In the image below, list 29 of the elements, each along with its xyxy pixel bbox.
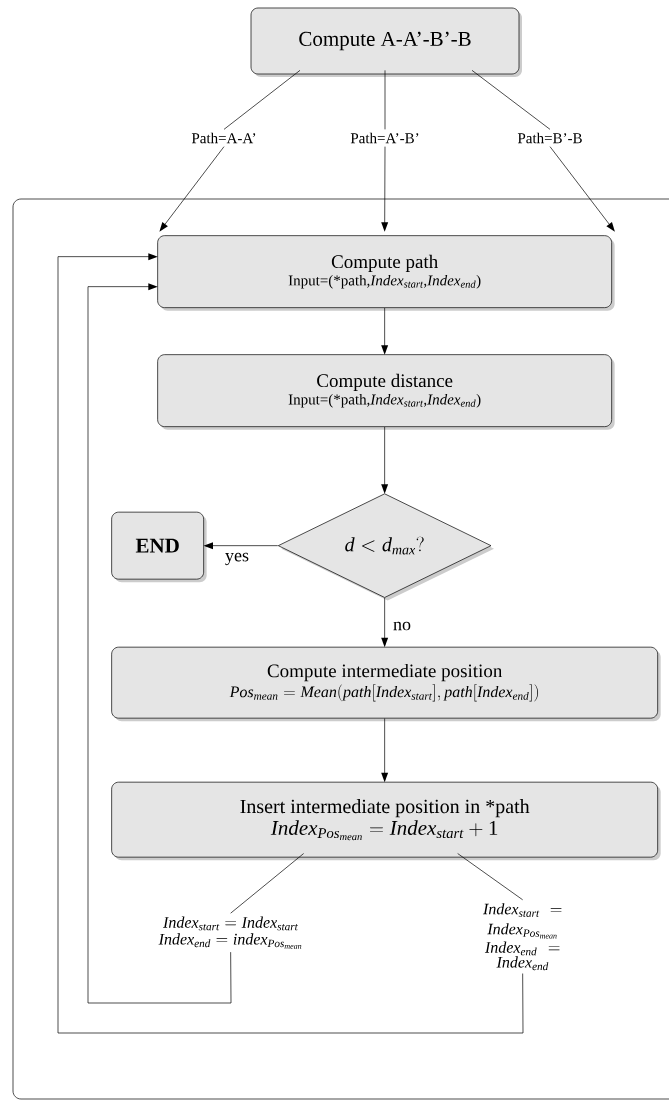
process-box: Compute distance $\text{Input=(*path,}Index_{start}\text{,}Index_{end}\text{)}$ xyxy=(157,354,615,430)
loop-frame xyxy=(12,198,669,1100)
connector-line xyxy=(223,70,301,130)
process-box: Insert intermediate position in *path $Index_{Pos_{mean}} = Index_{start}+1$ xyxy=(111,781,661,861)
path-label: Path=A’-B’ xyxy=(350,132,419,144)
process-box: Compute intermediate position $Pos_{mean} = Mean(path[Index_{start}],path[Index_{end}])$ xyxy=(111,646,661,722)
edge-label: yes xyxy=(224,551,250,567)
arrow xyxy=(381,146,389,232)
index-label: $Index_{start} = Index_{Pos_{mean}}$ $Index_{end} = Index_{end}$ xyxy=(482,903,562,971)
arrow xyxy=(381,597,389,648)
connector-line xyxy=(457,853,523,901)
end-box: END xyxy=(111,511,207,583)
index-label: $Index_{start} = Index_{start}$ $Index_{end} = index_{Pos_{mean}}$ xyxy=(158,916,302,949)
edge-label: no xyxy=(392,620,412,632)
path-label: Path=A-A’ xyxy=(191,132,256,144)
arrow xyxy=(381,718,389,783)
process-box: Compute A-A’-B’-B xyxy=(250,7,522,77)
arrow xyxy=(203,542,279,550)
connector-line xyxy=(384,70,386,130)
arrow xyxy=(159,146,225,232)
arrow xyxy=(381,307,389,355)
path-label: Path=B’-B xyxy=(517,132,582,144)
arrow xyxy=(549,146,615,232)
connector-line xyxy=(230,853,304,914)
arrow xyxy=(87,283,232,1004)
connector-line xyxy=(471,70,551,130)
arrow xyxy=(57,253,524,1034)
process-box: Compute path $\text{Input=(*path,}Index_{start}\text{,}Index_{end}\text{)}$ xyxy=(157,235,615,311)
arrow xyxy=(381,426,389,494)
